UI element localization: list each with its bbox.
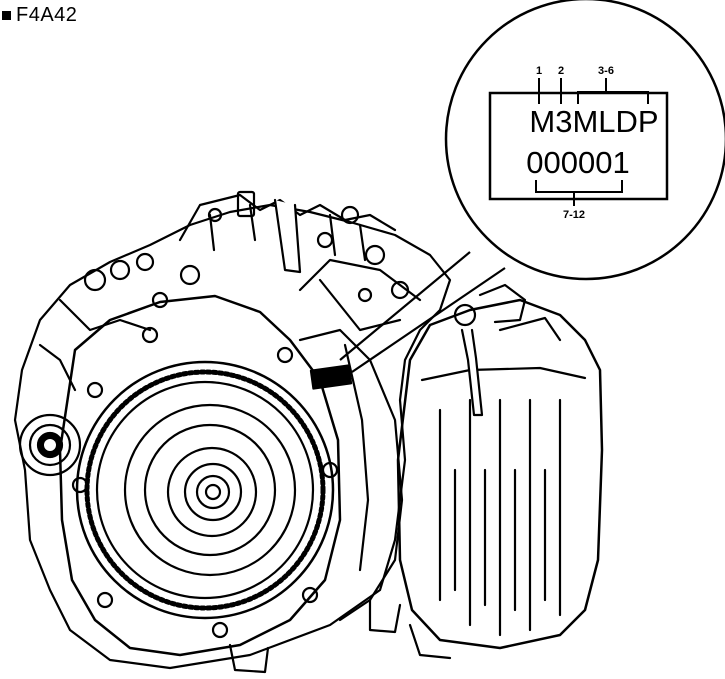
title-block: F4A42 <box>2 4 77 27</box>
magnifier-callout <box>444 0 725 281</box>
marker-1-label: 1 <box>536 65 542 77</box>
callout-leaders <box>339 251 506 373</box>
marker-2-label: 2 <box>558 65 564 77</box>
marker-7-12-label: 7-12 <box>563 209 585 221</box>
code-line-2: 000001 <box>526 145 629 180</box>
code-line-1: M3MLDP <box>529 104 658 139</box>
square-bullet-icon <box>2 11 11 20</box>
page-title: F4A42 <box>16 4 78 26</box>
id-plate <box>488 91 669 201</box>
marker-3-6-label: 3-6 <box>598 65 614 77</box>
transaxle-body <box>13 190 604 674</box>
